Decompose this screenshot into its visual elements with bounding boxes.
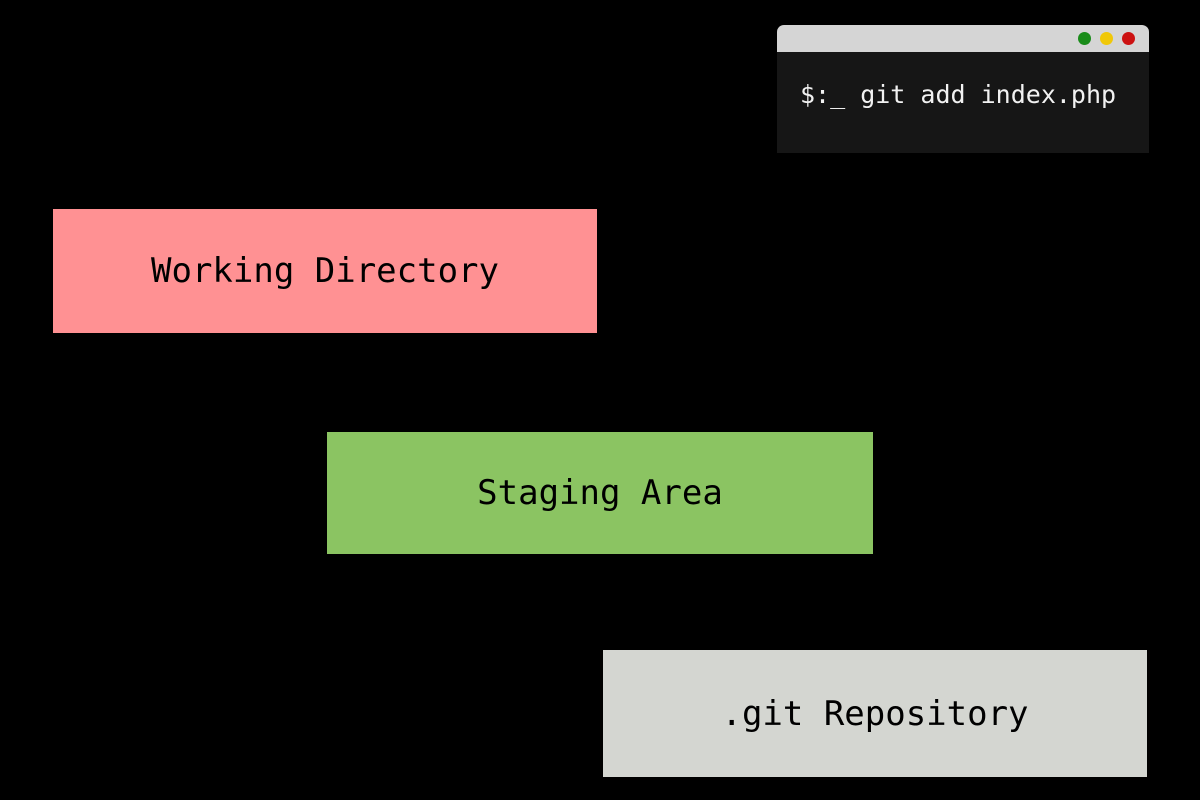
terminal-window[interactable]: $:_ git add index.php bbox=[777, 25, 1149, 153]
stage-label-staging-area: Staging Area bbox=[477, 473, 723, 513]
terminal-titlebar[interactable] bbox=[777, 25, 1149, 52]
stage-label-working-directory: Working Directory bbox=[151, 251, 499, 291]
terminal-command-line: $:_ git add index.php bbox=[800, 80, 1117, 109]
stage-label-git-repository: .git Repository bbox=[721, 693, 1029, 734]
stage-box-staging-area[interactable]: Staging Area bbox=[327, 432, 873, 554]
stage-box-git-repository[interactable]: .git Repository bbox=[603, 650, 1147, 777]
stage-box-working-directory[interactable]: Working Directory bbox=[53, 209, 597, 333]
terminal-body[interactable]: $:_ git add index.php bbox=[777, 52, 1149, 153]
minimize-button-icon[interactable] bbox=[1100, 32, 1113, 45]
close-button-icon[interactable] bbox=[1122, 32, 1135, 45]
traffic-light-group bbox=[1078, 32, 1135, 45]
maximize-button-icon[interactable] bbox=[1078, 32, 1091, 45]
